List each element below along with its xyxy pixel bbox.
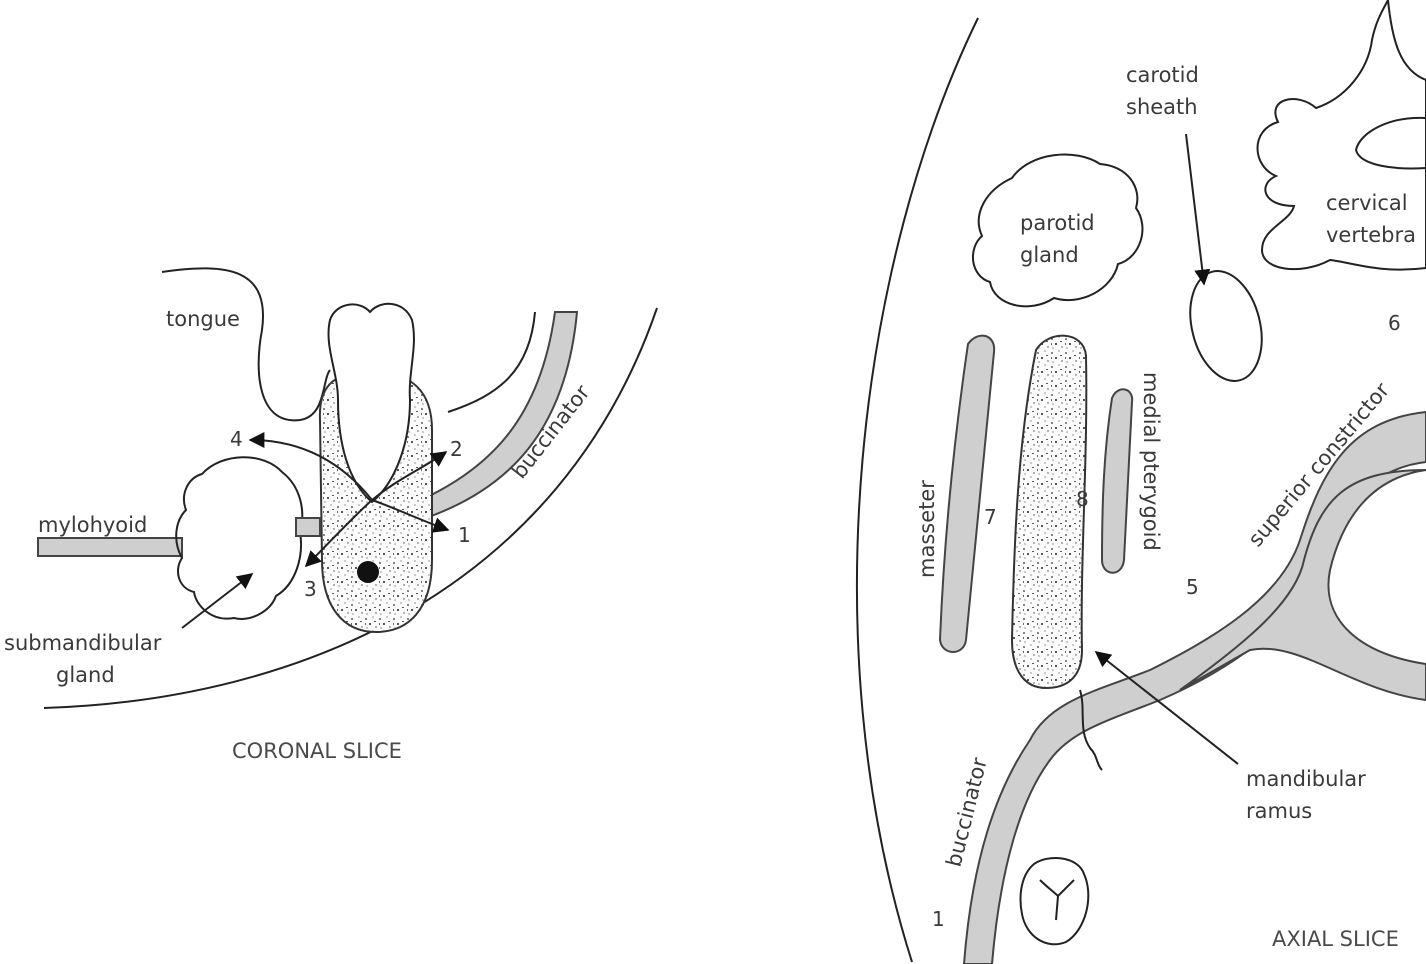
mylohyoid-label: mylohyoid [38, 513, 147, 537]
vertebral-canal [1354, 116, 1426, 170]
submandibular-leader-arrow [181, 573, 254, 629]
tooth [327, 302, 415, 504]
masseter-muscle [938, 334, 996, 653]
pterygomandibular-raphe [1079, 689, 1103, 771]
mandibular-ramus-bone [1010, 334, 1088, 690]
spread-arrow-1 [371, 499, 450, 533]
route-number-1: 1 [458, 523, 471, 547]
ramus-leader-arrow [1094, 651, 1239, 765]
parotid-gland [971, 153, 1144, 308]
space-number-7: 7 [984, 505, 997, 529]
parotid-label-line2: gland [1020, 243, 1079, 267]
mylohyoid-muscle [37, 537, 183, 557]
tongue-label: tongue [166, 307, 240, 331]
cervical-vertebra [1256, 0, 1426, 271]
coronal-caption: CORONAL SLICE [232, 739, 402, 763]
space-number-6: 6 [1388, 311, 1401, 335]
spread-arrow-4 [248, 432, 373, 501]
submandibular-label-line2: gland [56, 663, 115, 687]
ramus-label-line1: mandibular [1246, 767, 1366, 791]
route-number-4: 4 [230, 427, 243, 451]
axial-slice: carotid sheath parotid gland cervical ve… [855, 0, 1426, 964]
axial-face-contour [855, 17, 979, 963]
route-number-2: 2 [450, 437, 463, 461]
pharynx-outline [1179, 469, 1426, 702]
medial-pterygoid-muscle [1100, 388, 1134, 574]
cervical-label-line2: vertebra [1326, 223, 1416, 247]
axial-tooth [1019, 857, 1090, 946]
space-number-5: 5 [1186, 575, 1199, 599]
carotid-label-line1: carotid [1126, 63, 1199, 87]
axial-caption: AXIAL SLICE [1272, 927, 1399, 951]
space-number-1: 1 [932, 907, 945, 931]
tooth-root-canal [1039, 879, 1075, 921]
coronal-slice: tongue mylohyoid submandibular gland buc… [4, 267, 658, 763]
spread-arrow-2 [371, 451, 448, 501]
medial-pterygoid-label: medial pterygoid [1139, 372, 1163, 551]
submandibular-label-line1: submandibular [4, 631, 162, 655]
carotid-sheath [1189, 270, 1263, 382]
space-number-8: 8 [1076, 487, 1089, 511]
route-number-3: 3 [304, 577, 317, 601]
carotid-leader-arrow [1185, 133, 1211, 286]
spread-arrow-3 [304, 499, 373, 568]
carotid-label-line2: sheath [1126, 95, 1198, 119]
cervical-label-line1: cervical [1326, 191, 1408, 215]
mandibular-canal [357, 561, 379, 583]
duct-block [295, 517, 321, 537]
ramus-label-line2: ramus [1246, 799, 1312, 823]
masseter-label: masseter [915, 480, 939, 578]
tongue [161, 267, 331, 422]
coronal-buccal-fold [447, 311, 536, 413]
submandibular-gland [175, 456, 304, 620]
parotid-label-line1: parotid [1020, 211, 1095, 235]
